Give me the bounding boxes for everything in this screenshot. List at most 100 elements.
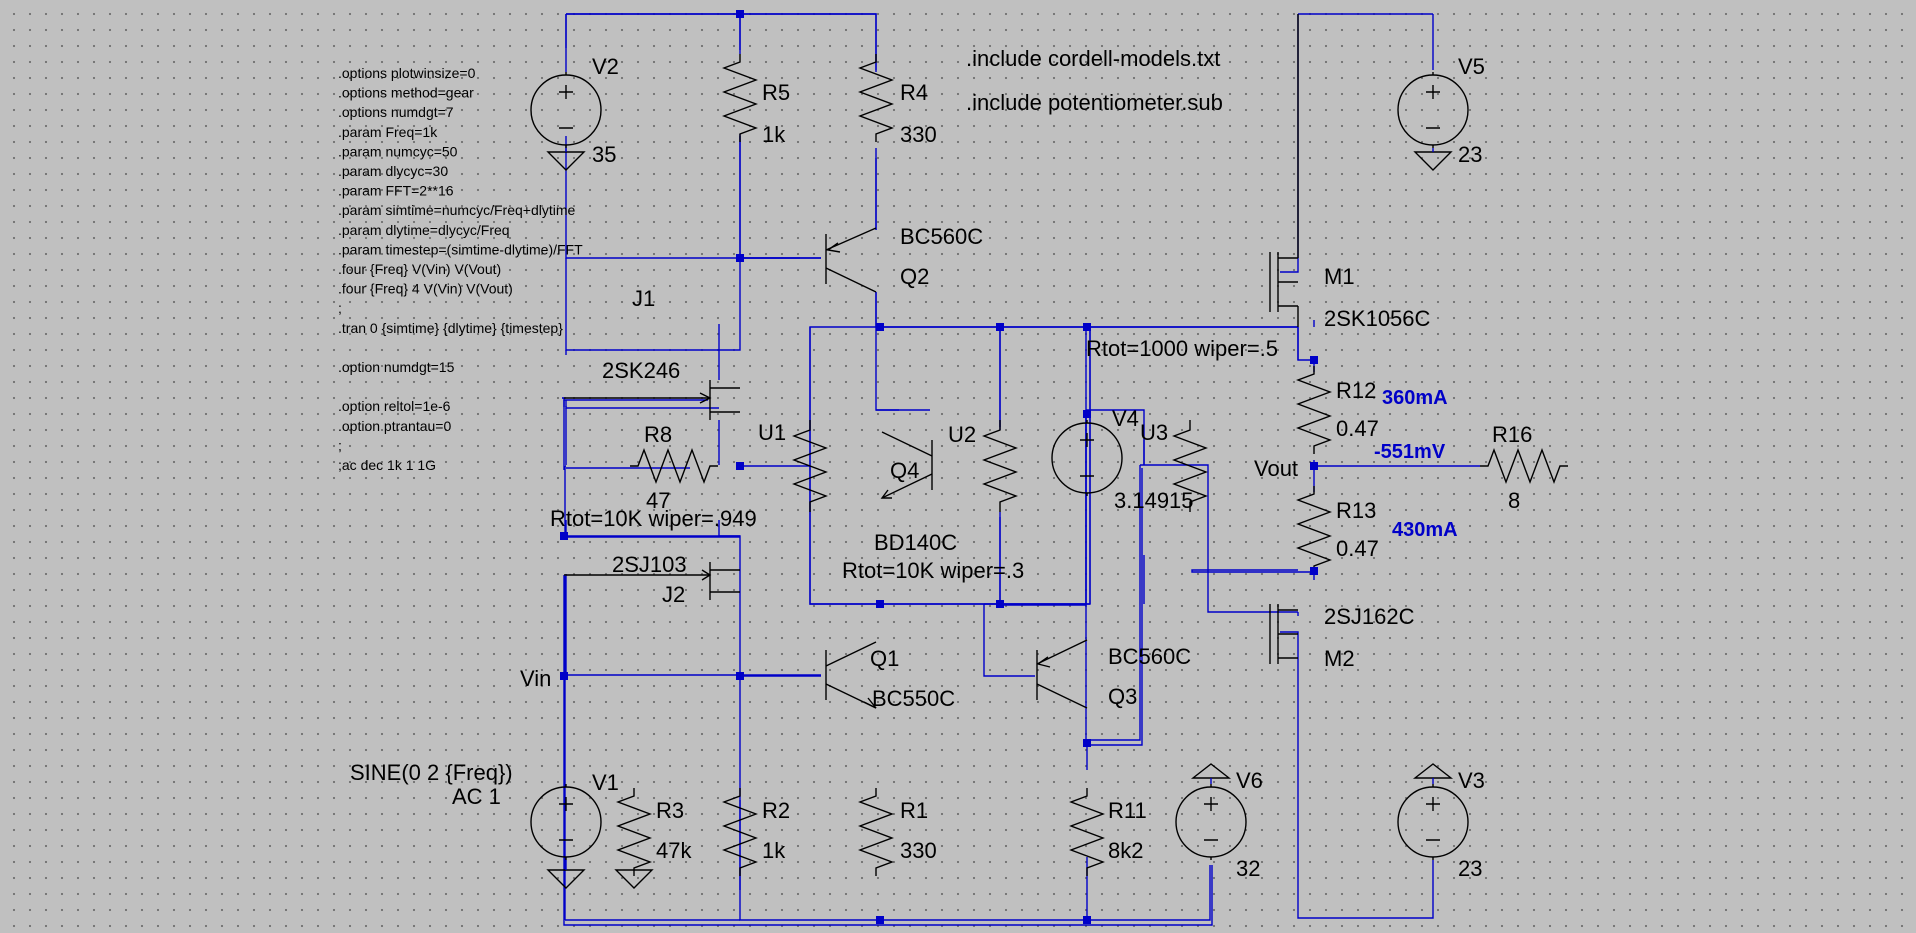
label-u3-name: U3 [1140,420,1168,445]
directive-line: ; [338,437,342,453]
directive-line: .param Freq=1k [338,124,438,140]
label-r2-name: R2 [762,798,790,823]
resistor-r3[interactable] [617,787,651,877]
label-v3-name: V3 [1458,768,1485,793]
jfet-j2[interactable] [564,562,740,600]
directive-line: .four {Freq} 4 V(Vin) V(Vout) [338,281,513,297]
label-q4-model: BD140C [874,530,957,555]
label-r13-value: 0.47 [1336,536,1379,561]
mosfet-m2[interactable] [1269,604,1298,664]
transistor-q3[interactable] [1036,639,1088,709]
resistor-r13[interactable] [1297,485,1331,575]
supply-arrow-icon-v6 [1190,763,1232,779]
source-v5[interactable] [1397,71,1469,152]
label-u2-params: Rtot=10K wiper=.3 [842,558,1024,583]
label-v1-ac: AC 1 [452,784,501,809]
label-u1-params: Rtot=10K wiper=.949 [550,506,757,531]
directive-line: .option reltol=1e-6 [338,398,451,414]
label-j2-model: 2SJ103 [612,552,687,577]
source-v3[interactable] [1397,778,1469,861]
label-q2-name: Q2 [900,264,929,289]
directive-line: .four {Freq} V(Vin) V(Vout) [338,261,501,277]
label-r1-value: 330 [900,838,937,863]
label-u1-name: U1 [758,420,786,445]
label-r3-name: R3 [656,798,684,823]
supply-arrow-icon-v3 [1412,763,1454,779]
label-r12-value: 0.47 [1336,416,1379,441]
ground-icon-v1 [547,869,585,889]
label-r16-value: 8 [1508,488,1520,513]
label-r4-value: 330 [900,122,937,147]
directive-line [338,379,342,395]
net-label-vout: Vout [1254,456,1298,481]
directive-line: ; [338,300,342,316]
label-r12-name: R12 [1336,378,1376,403]
directive-line: .tran 0 {simtime} {dlytime} {timestep} [338,320,563,336]
mosfet-m1[interactable] [1269,14,1299,327]
transistor-q1[interactable] [825,641,877,709]
label-v4-value: 3.14915 [1114,488,1194,513]
label-q3-model: BC560C [1108,644,1191,669]
label-q2-model: BC560C [900,224,983,249]
source-v1[interactable] [530,783,602,870]
label-q1-model: BC550C [872,686,955,711]
spice-directives: .options plotwinsize=0 .options method=ge… [338,65,583,473]
net-label-vin: Vin [520,666,551,691]
junction-dots [560,10,1318,924]
label-q3-name: Q3 [1108,684,1137,709]
label-m1-name: M1 [1324,264,1355,289]
source-v4[interactable] [1051,419,1123,497]
resistor-r12[interactable] [1297,365,1331,455]
directive-line: .option ptrantau=0 [338,418,451,434]
label-q1-name: Q1 [870,646,899,671]
label-j2-name: J2 [662,582,685,607]
resistor-r5[interactable] [723,53,757,143]
label-r2-value: 1k [762,838,786,863]
label-v1-value: SINE(0 2 {Freq}) [350,760,513,785]
directive-line: .options plotwinsize=0 [338,65,476,81]
label-r3-value: 47k [656,838,692,863]
label-j1-name: J1 [632,286,655,311]
jfet-j1[interactable] [564,380,740,420]
label-v6-value: 32 [1236,856,1260,881]
directive-line: .options method=gear [338,85,474,101]
label-v5-name: V5 [1458,54,1485,79]
directive-line: .param dlytime=dlycyc/Freq [338,222,510,238]
measurement-r12-current: 360mA [1382,387,1448,409]
directive-line: .options numdgt=7 [338,104,454,120]
label-v2-name: V2 [592,54,619,79]
directive-line: .param simtime=numcyc/Freq+dlytime [338,202,576,218]
label-m2-name: M2 [1324,646,1355,671]
directive-line: .param timestep=(simtime-dlytime)/FFT [338,241,583,257]
directive-line: .param FFT=2**16 [338,183,454,199]
measurement-r13-current: 430mA [1392,519,1458,541]
directive-block: .include cordell-models.txt .include pot… [338,46,1223,473]
directive-line: .option numdgt=15 [338,359,455,375]
resistor-r1[interactable] [859,787,893,877]
directive-line: ;ac dec 1k 1 1G [338,457,436,473]
label-r4-name: R4 [900,80,928,105]
transistor-q4[interactable] [880,431,933,499]
label-u2-name: U2 [948,422,976,447]
label-r5-name: R5 [762,80,790,105]
label-r16-name: R16 [1492,422,1532,447]
label-u3-params: Rtot=1000 wiper=.5 [1086,336,1278,361]
transistor-q2[interactable] [825,227,877,293]
label-r8-value: 47 [646,488,670,513]
directive-line [338,339,342,355]
resistor-r16[interactable] [1479,449,1569,483]
ground-icon-v5 [1414,151,1452,171]
pot-u2[interactable] [983,419,1017,513]
source-v6[interactable] [1175,778,1247,861]
label-v1-name: V1 [592,770,619,795]
label-v2-value: 35 [592,142,616,167]
source-v2[interactable] [530,14,602,152]
resistor-r8[interactable] [629,449,719,483]
label-j1-model: 2SK246 [602,358,680,383]
directive-line: .param numcyc=50 [338,143,458,159]
include-cordell: .include cordell-models.txt [966,46,1220,71]
label-r5-value: 1k [762,122,786,147]
label-r11-name: R11 [1108,798,1147,823]
